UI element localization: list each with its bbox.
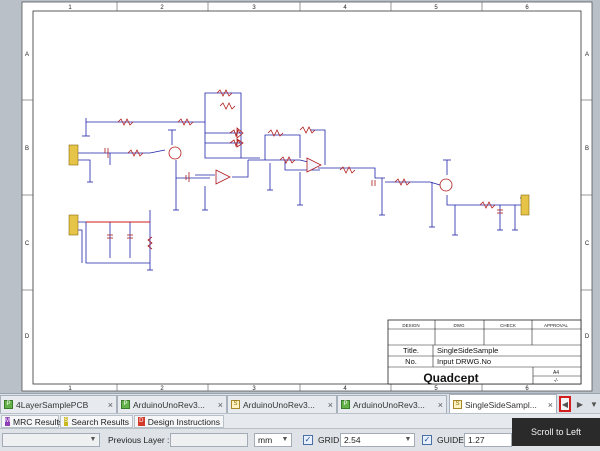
close-icon[interactable]: ×	[437, 399, 443, 410]
row-label: B	[25, 146, 29, 152]
col-label: 2	[160, 5, 164, 11]
tab-arduinounorev3-pcb[interactable]: P ArduinoUnoRev3... ×	[117, 395, 227, 413]
search-results-icon: S	[64, 417, 69, 426]
circuit-parts	[104, 89, 503, 250]
schematic-sheet[interactable]: 1 2 3 4 5 6 1 2 3 4 5 6 A B C D A B C D	[0, 0, 600, 393]
zone-ticks	[22, 2, 592, 391]
brand-logo: Quadcept	[423, 371, 478, 385]
connector-power[interactable]	[68, 214, 79, 236]
guide-select[interactable]: 1.27	[464, 433, 512, 447]
tab-label: ArduinoUnoRev3...	[243, 399, 315, 410]
sheet-size: A4	[553, 370, 559, 376]
title-label: Title.	[403, 346, 419, 355]
close-icon[interactable]: ×	[217, 399, 223, 410]
chevron-down-icon: ▼	[281, 436, 289, 443]
chevron-down-icon: ▼	[404, 436, 412, 443]
previous-layer-label: Previous Layer :	[108, 435, 170, 445]
drawing-no-label: No.	[405, 357, 417, 366]
row-label: C	[585, 241, 590, 247]
tooltip: Scroll to Left	[512, 418, 600, 446]
mrc-icon: M	[5, 417, 10, 426]
unit-value: mm	[258, 435, 273, 445]
sheet-number: -/-	[554, 378, 559, 384]
guide-checkbox[interactable]: ✓	[422, 435, 432, 445]
row-label: A	[585, 52, 589, 58]
ground-symbols	[82, 128, 518, 271]
col-label: 3	[252, 386, 256, 392]
pcb-icon: P	[341, 400, 350, 409]
row-label: D	[585, 334, 590, 340]
panel-tab-label: Design Instructions	[147, 416, 220, 427]
tab-4layersamplepcb[interactable]: P 4LayerSamplePCB ×	[0, 395, 117, 413]
close-icon[interactable]: ×	[327, 399, 333, 410]
col-label: 4	[343, 386, 347, 392]
chevron-down-icon: ▼	[89, 436, 97, 443]
connector-output[interactable]	[520, 194, 530, 216]
pcb-icon: P	[4, 400, 13, 409]
tab-label: SingleSideSampl...	[465, 399, 537, 410]
title-block-header: CHECK	[500, 323, 516, 328]
title-block-header: APPROVAL	[544, 323, 568, 328]
row-label: B	[585, 146, 589, 152]
title-block	[387, 319, 582, 385]
grid-select[interactable]: 2.54 ▼	[340, 433, 415, 447]
col-label: 5	[434, 5, 438, 11]
col-label: 6	[525, 386, 529, 392]
panel-tab-mrc-results[interactable]: M MRC Results	[1, 415, 63, 428]
status-bar: ▼ Previous Layer : mm ▼ ✓ GRID 2.54 ▼ ✓ …	[0, 428, 600, 451]
tab-label: ArduinoUnoRev3...	[133, 399, 205, 410]
row-label: C	[25, 241, 30, 247]
status-left-field: ▼	[2, 433, 100, 447]
panel-tab-search-results[interactable]: S Search Results	[60, 415, 133, 428]
grid-label: GRID	[318, 435, 340, 445]
guide-value: 1.27	[468, 435, 485, 445]
col-label: 2	[160, 386, 164, 392]
title-block-header: DWG	[454, 323, 465, 328]
col-label: 5	[434, 386, 438, 392]
schematic-icon: S	[231, 400, 240, 409]
pcb-icon: P	[121, 400, 130, 409]
tab-label: 4LayerSamplePCB	[16, 399, 89, 410]
schematic-icon: S	[453, 400, 462, 409]
scroll-left-button[interactable]: ◀	[559, 396, 571, 412]
col-label: 4	[343, 5, 347, 11]
tab-list-button[interactable]: ▼	[588, 396, 600, 412]
chevron-right-icon: ▶	[576, 399, 584, 409]
col-label: 1	[68, 386, 72, 392]
drawing-no-value: Input DRWG.No	[437, 357, 491, 366]
document-tab-bar: P 4LayerSamplePCB × P ArduinoUnoRev3... …	[0, 393, 600, 414]
tab-arduinounorev3-schematic[interactable]: S ArduinoUnoRev3... ×	[227, 395, 337, 413]
panel-tab-label: Search Results	[71, 416, 129, 427]
connector-input[interactable]	[68, 144, 79, 166]
row-label: D	[25, 334, 30, 340]
panel-tab-design-instructions[interactable]: D Design Instructions	[134, 415, 224, 428]
previous-layer-field	[170, 433, 248, 447]
grid-value: 2.54	[344, 435, 361, 445]
col-label: 6	[525, 5, 529, 11]
close-icon[interactable]: ×	[547, 399, 553, 410]
unit-select[interactable]: mm ▼	[254, 433, 292, 447]
col-label: 3	[252, 5, 256, 11]
schematic-canvas[interactable]: 1 2 3 4 5 6 1 2 3 4 5 6 A B C D A B C D	[0, 0, 600, 393]
sheet-border	[32, 10, 582, 385]
title-value: SingleSideSample	[437, 346, 498, 355]
panel-tab-strip: M MRC Results S Search Results D Design …	[0, 413, 600, 428]
design-instructions-icon: D	[138, 417, 145, 426]
grid-checkbox[interactable]: ✓	[303, 435, 313, 445]
row-label: A	[25, 52, 29, 58]
tab-label: ArduinoUnoRev3...	[353, 399, 425, 410]
panel-tab-label: MRC Results	[13, 416, 64, 427]
tab-singlesidesample[interactable]: S SingleSideSampl... ×	[449, 394, 557, 414]
guide-label: GUIDE	[437, 435, 464, 445]
chevron-left-icon: ◀	[561, 399, 569, 409]
scroll-right-button[interactable]: ▶	[574, 396, 586, 412]
tab-arduinounorev3-pcb-2[interactable]: P ArduinoUnoRev3... ×	[337, 395, 447, 413]
col-label: 1	[68, 5, 72, 11]
title-block-header: DESIGN	[402, 323, 419, 328]
close-icon[interactable]: ×	[107, 399, 113, 410]
chevron-down-icon: ▼	[590, 399, 598, 409]
